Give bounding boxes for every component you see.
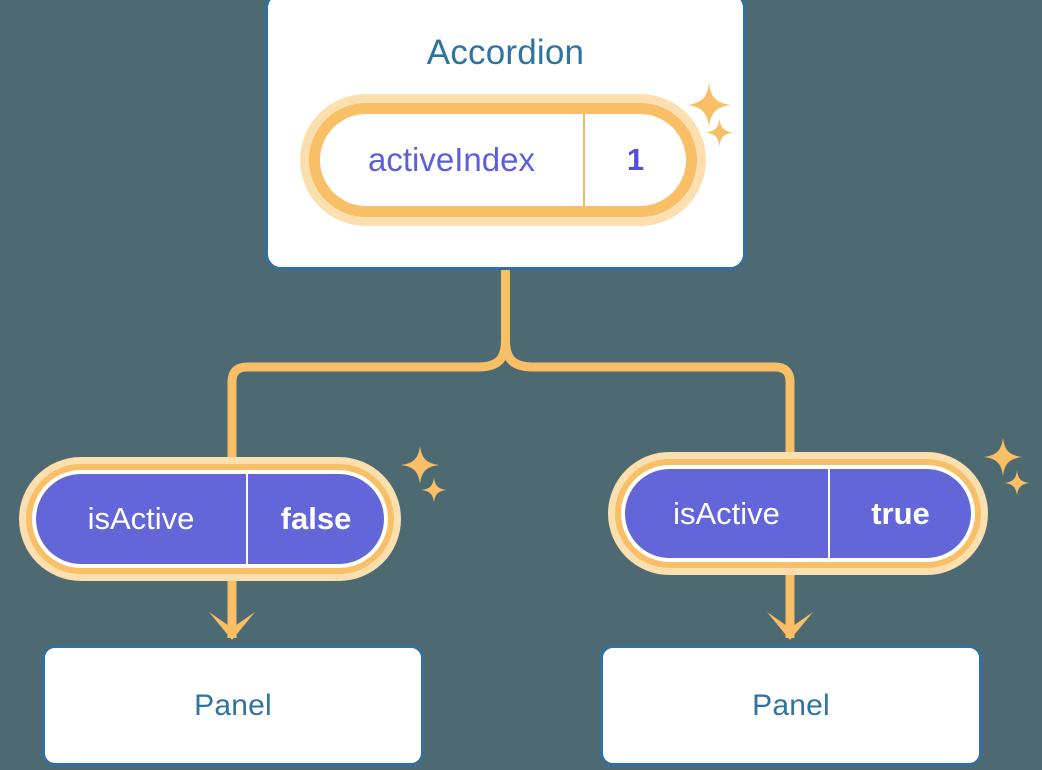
connector-branch-bar-left <box>227 335 510 473</box>
pill-body[interactable]: activeIndex 1 <box>309 103 697 217</box>
panel-card-title: Panel <box>194 688 272 722</box>
sparkle-icon-right-large <box>983 437 1023 477</box>
panel-component-card-left[interactable]: Panel <box>42 645 424 766</box>
prop-pill-isactive-true[interactable]: isActive true <box>608 452 988 575</box>
panel-card-title: Panel <box>752 688 830 722</box>
down-arrow-icon-left-head <box>209 612 255 640</box>
pill-key-label: activeIndex <box>320 114 585 206</box>
pill-key-label: isActive <box>625 469 830 558</box>
pill-body[interactable]: isActive true <box>625 469 971 558</box>
pill-value-label: false <box>280 501 352 536</box>
pill-value-label: 1 <box>626 142 645 177</box>
panel-component-card-right[interactable]: Panel <box>600 645 982 766</box>
sparkle-icon-right-small <box>1004 470 1030 496</box>
sparkle-icon-root-small <box>705 118 734 147</box>
pill-value-label: true <box>871 495 930 531</box>
down-arrow-icon-right-head <box>767 612 813 640</box>
pill-body[interactable]: isActive false <box>36 474 384 564</box>
connector-branch-bar <box>501 335 795 467</box>
accordion-card-title: Accordion <box>426 33 585 72</box>
state-pill-activeindex[interactable]: activeIndex 1 <box>300 94 706 226</box>
pill-key-label: isActive <box>36 474 248 564</box>
prop-pill-isactive-false[interactable]: isActive false <box>19 457 401 581</box>
sparkle-icon-left-small <box>421 477 447 503</box>
sparkle-icon-root-large <box>686 82 732 128</box>
